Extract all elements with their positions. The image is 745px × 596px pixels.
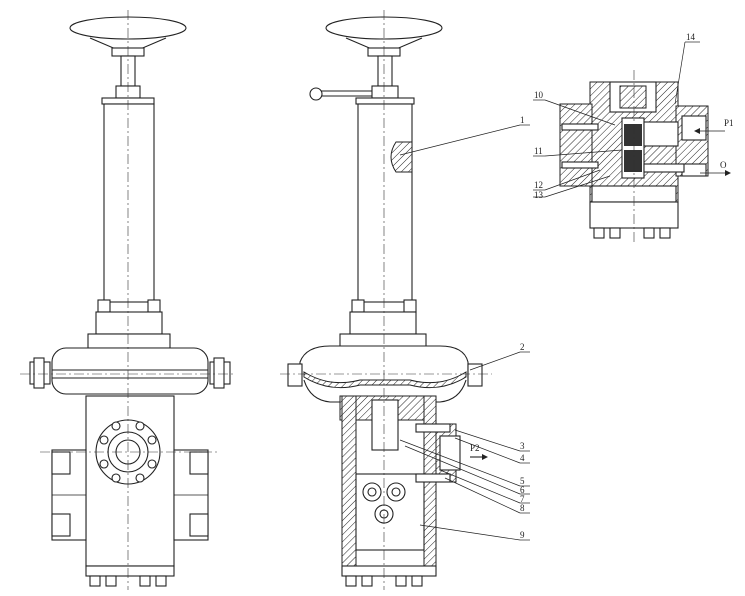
part-label-12: 12 [534,180,543,190]
part-label-10: 10 [534,90,544,100]
part-label-9: 9 [520,530,525,540]
bottom-bolts [345,575,423,587]
part-label-8: 8 [520,503,525,513]
column [357,103,413,303]
part-label-14: 14 [686,32,696,42]
port-label-o: O [720,160,727,170]
body-wall-left [341,395,357,571]
detail-leader-lines [533,41,700,198]
part-label-2: 2 [520,342,525,352]
detail-bolts [593,227,671,239]
bottom-bolts [89,575,167,587]
part-label-11: 11 [534,146,543,156]
diaphragm-housing [51,347,209,395]
part-label-5: 5 [520,476,525,486]
part-label-4: 4 [520,453,525,463]
port-label-p2: P2 [470,443,480,453]
part-label-13: 13 [534,190,544,200]
part-label-7: 7 [520,494,525,504]
detail-view: P1 O 10 11 12 13 14 [533,32,734,245]
column [103,103,155,303]
part-label-3: 3 [520,441,525,451]
part-label-1: 1 [520,115,525,125]
lock-detail [390,141,413,173]
port-label-p1: P1 [724,118,734,128]
leader-lines [399,124,530,541]
body-wall-right [423,395,437,571]
part-label-6: 6 [520,485,525,495]
section-view: P2 1 2 3 4 5 6 7 8 9 [280,10,530,590]
front-view [20,10,236,590]
